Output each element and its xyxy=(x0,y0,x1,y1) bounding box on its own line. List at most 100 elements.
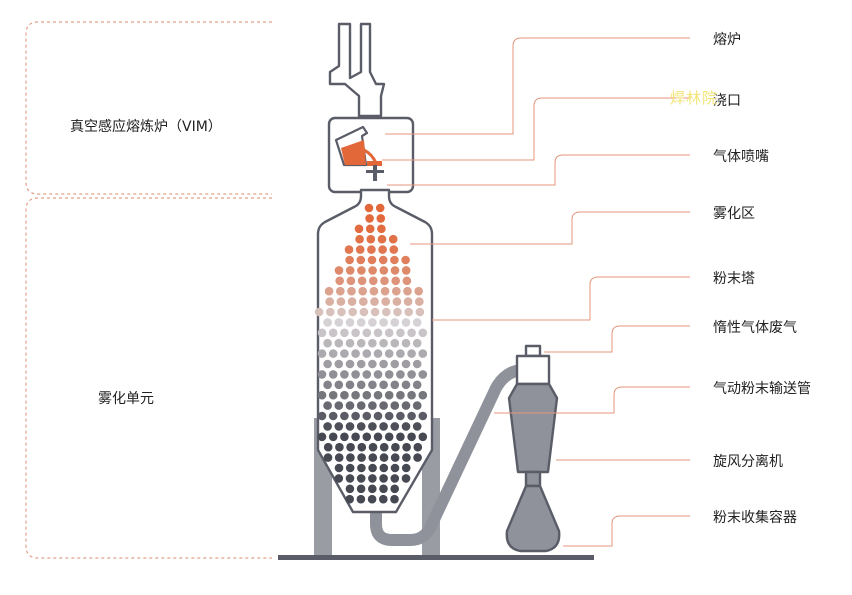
powder-particle xyxy=(356,380,366,390)
powder-particle xyxy=(336,297,346,306)
powder-particle xyxy=(345,401,355,410)
powder-particle xyxy=(384,390,394,400)
powder-particle xyxy=(368,422,377,431)
label-pouring-nozzle: 浇口 xyxy=(713,93,741,109)
powder-particle xyxy=(351,349,360,358)
pouring-nozzle xyxy=(367,161,382,166)
powder-particle xyxy=(412,422,422,431)
powder-particle xyxy=(323,380,332,390)
powder-particle xyxy=(390,338,400,348)
powder-particle xyxy=(356,484,366,494)
atomization-section-bracket xyxy=(25,197,272,559)
powder-particle xyxy=(348,307,358,317)
powder-particle xyxy=(345,422,355,431)
powder-particle xyxy=(368,380,377,390)
powder-particle xyxy=(418,390,428,400)
powder-particle xyxy=(396,349,405,358)
powder-particle xyxy=(407,390,416,400)
powder-particle xyxy=(340,411,349,421)
powder-particle xyxy=(362,411,372,421)
label-atomization-zone: 雾化区 xyxy=(713,206,755,222)
powder-particle xyxy=(390,255,399,265)
powder-particle xyxy=(345,463,355,473)
powder-particle xyxy=(334,266,344,275)
powder-particle xyxy=(379,380,388,390)
powder-particle xyxy=(326,307,335,317)
powder-particle xyxy=(402,442,411,452)
leader-pneumatic-pipe xyxy=(494,386,690,414)
powder-particle xyxy=(345,380,355,390)
powder-particle xyxy=(396,411,405,421)
powder-particle xyxy=(379,338,388,348)
powder-particle xyxy=(407,349,416,358)
powder-particle xyxy=(379,463,389,473)
powder-particle xyxy=(314,307,324,317)
powder-particle xyxy=(340,432,349,442)
powder-particle xyxy=(369,276,378,286)
powder-particle xyxy=(345,318,355,327)
powder-particle xyxy=(356,474,366,483)
powder-particle xyxy=(392,286,401,296)
powder-particle xyxy=(355,234,364,244)
powder-particle xyxy=(403,286,412,296)
powder-collection-container xyxy=(505,484,561,553)
powder-particle xyxy=(362,328,372,338)
powder-particle xyxy=(375,203,385,213)
powder-particle xyxy=(396,328,405,338)
powder-particle xyxy=(389,245,399,254)
powder-particle xyxy=(418,411,428,421)
powder-particle xyxy=(323,338,332,348)
powder-particle xyxy=(323,422,332,431)
powder-particle xyxy=(391,276,401,286)
powder-particle xyxy=(380,276,389,286)
label-inert-exhaust: 惰性气体废气 xyxy=(713,320,797,336)
ground-line xyxy=(278,555,594,560)
powder-particle xyxy=(345,484,355,494)
powder-particle xyxy=(355,245,365,254)
powder-particle xyxy=(368,318,377,327)
gas-nozzle-stem xyxy=(373,165,377,181)
powder-particle xyxy=(344,245,354,254)
powder-particle xyxy=(390,494,399,504)
powder-particle xyxy=(335,442,344,452)
pneumatic-conveying-pipe xyxy=(370,364,538,546)
powder-particle xyxy=(390,318,400,327)
powder-particle xyxy=(359,307,369,317)
powder-particle xyxy=(396,432,405,442)
powder-particle xyxy=(373,432,383,442)
powder-particle xyxy=(323,453,333,462)
powder-particle xyxy=(362,390,372,400)
powder-particle xyxy=(378,255,388,265)
powder-particle xyxy=(401,463,411,473)
powder-particle xyxy=(368,453,378,462)
powder-particle xyxy=(379,318,388,327)
powder-particle xyxy=(379,484,388,494)
powder-particle xyxy=(347,286,356,296)
powder-particle xyxy=(414,286,424,296)
powder-particle xyxy=(334,453,344,462)
powder-particle xyxy=(328,432,338,442)
powder-particle xyxy=(373,370,383,379)
powder-particle xyxy=(380,286,390,296)
powder-particle xyxy=(379,453,389,462)
molten-metal xyxy=(341,140,366,165)
powder-particle xyxy=(382,307,391,317)
powder-particle xyxy=(340,328,349,338)
powder-particle xyxy=(356,255,366,265)
powder-particle xyxy=(401,474,411,483)
powder-particle xyxy=(365,214,374,223)
powder-particle xyxy=(396,370,405,379)
powder-particle xyxy=(362,370,372,379)
powder-particle xyxy=(390,422,400,431)
watermark-text: 焊林院 xyxy=(670,89,719,107)
powder-particle xyxy=(328,328,338,338)
powder-particle xyxy=(390,484,400,494)
powder-particle xyxy=(328,411,338,421)
powder-particle xyxy=(379,422,388,431)
powder-particle xyxy=(365,224,375,234)
powder-particle xyxy=(346,276,356,286)
powder-particle xyxy=(357,266,366,275)
powder-particle xyxy=(328,390,338,400)
powder-particle xyxy=(418,349,428,358)
leader-furnace xyxy=(385,37,690,135)
